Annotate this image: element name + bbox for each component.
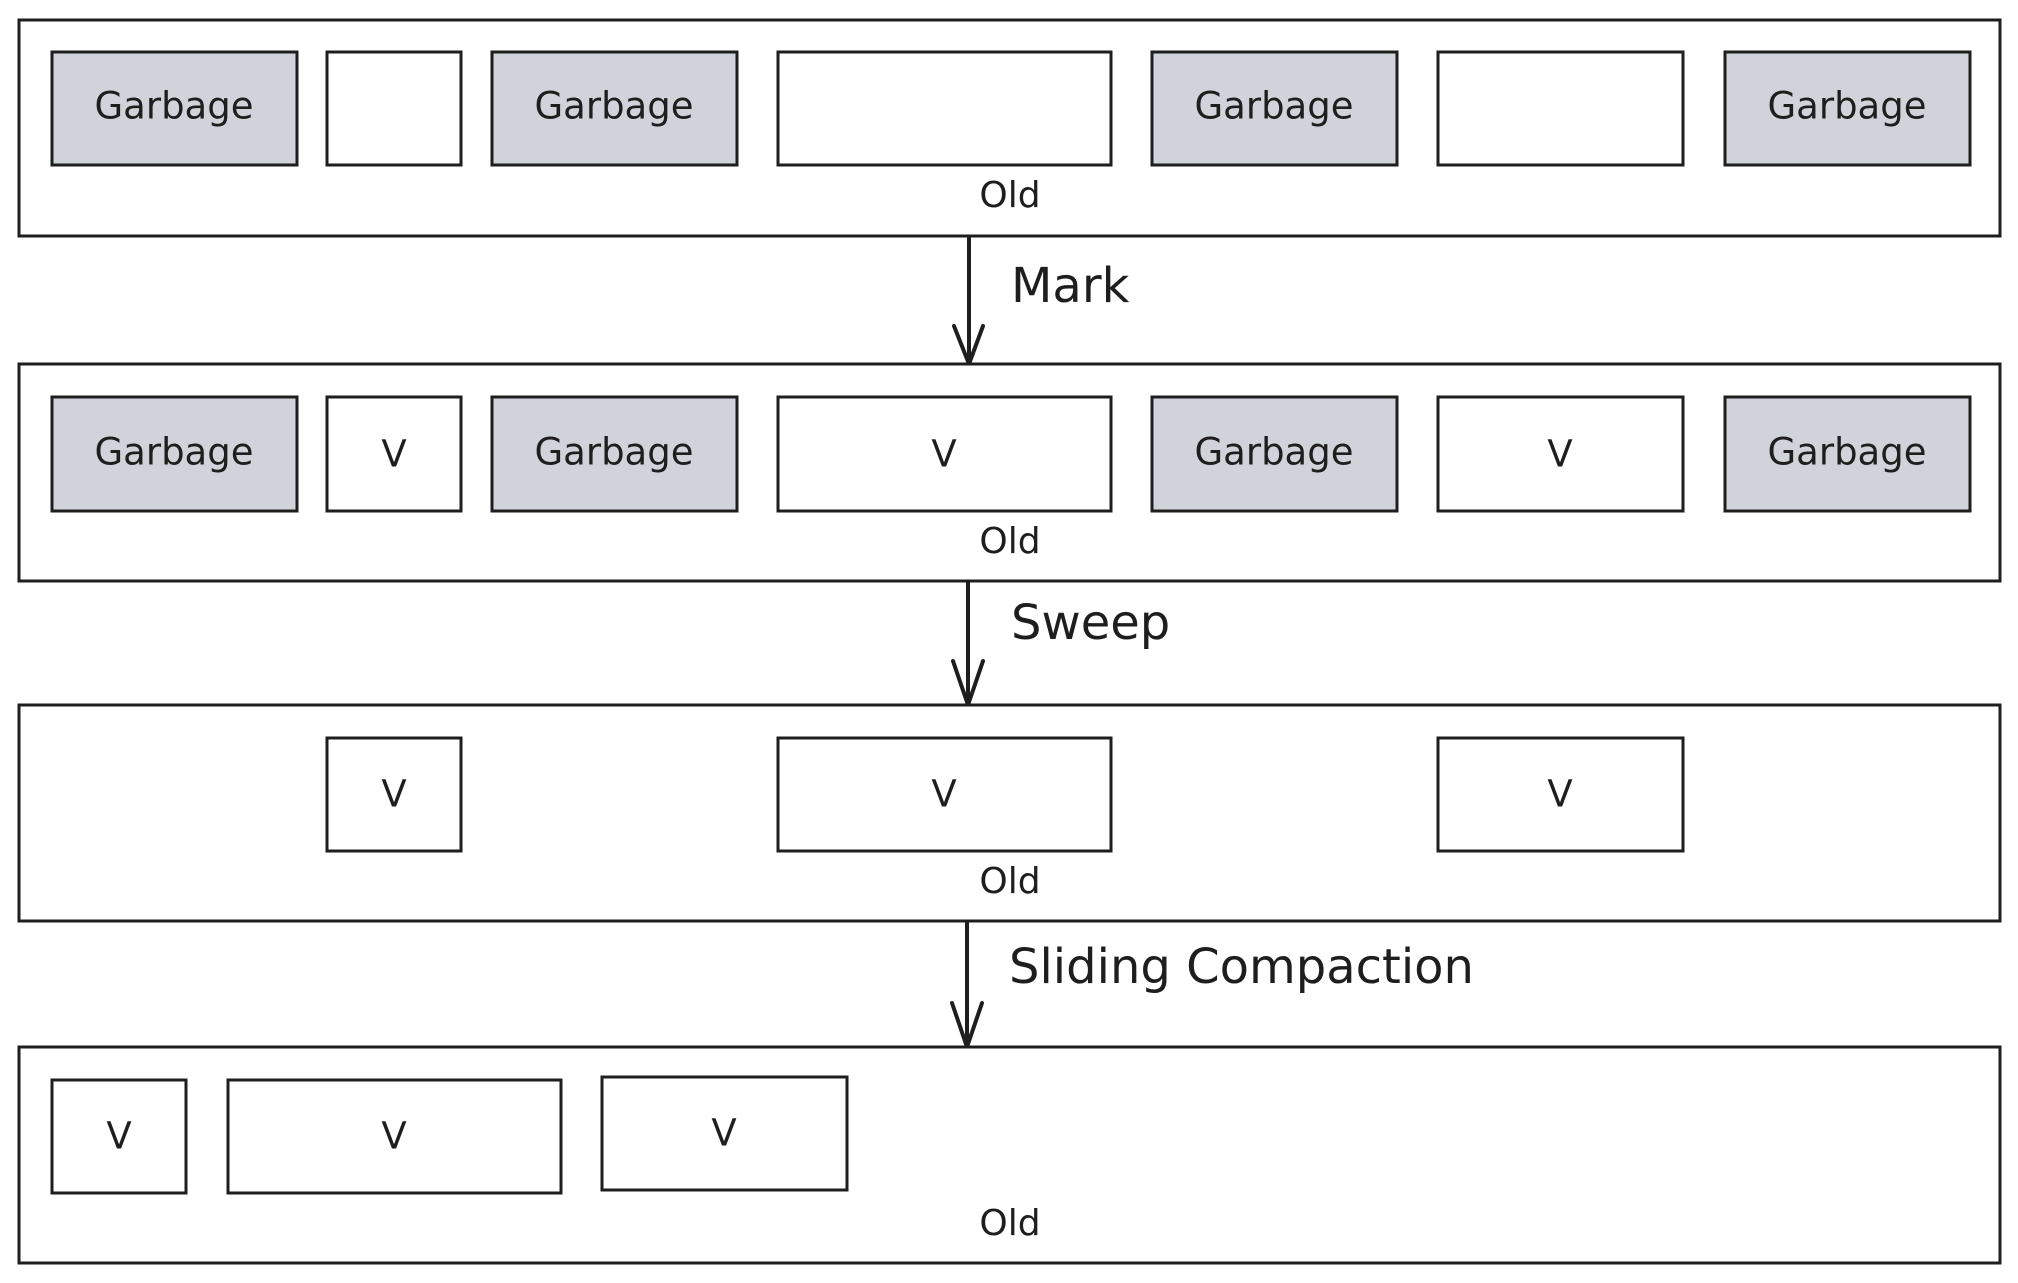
heap-row-compacted: V V V Old [17,1045,2002,1265]
live-block: V [1436,395,1685,513]
heap-row-swept: V V V Old [17,703,2002,923]
live-block [1436,50,1685,167]
live-block: V [776,395,1113,513]
block-label: V [931,433,956,476]
live-block [325,50,463,167]
down-arrow [952,236,985,366]
live-block: V [1436,736,1685,853]
block-label: V [1547,433,1572,476]
live-block [776,50,1113,167]
old-region-label: Old [979,861,1040,902]
block-label: Garbage [535,431,694,474]
block-label: V [381,1115,406,1158]
garbage-block: Garbage [1150,50,1399,167]
garbage-block: Garbage [50,50,299,167]
live-block: V [325,736,463,853]
sweep-step-label: Sweep [1011,595,1170,651]
old-region-label: Old [979,175,1040,216]
block-label: V [381,773,406,816]
block-label: V [931,773,956,816]
block-label: V [381,433,406,476]
live-block: V [776,736,1113,853]
down-arrow [951,580,985,707]
block-label: V [1547,773,1572,816]
block-label: Garbage [1768,85,1927,128]
old-region-label: Old [979,521,1040,562]
block-label: Garbage [1195,431,1354,474]
garbage-block: Garbage [1723,395,1972,513]
garbage-block: Garbage [1723,50,1972,167]
block-label: V [106,1115,131,1158]
garbage-block: Garbage [490,395,739,513]
sliding-compaction-step: Sliding Compaction [950,920,1474,1049]
live-block: V [325,395,463,513]
live-block: V [50,1078,188,1195]
block-label: Garbage [535,85,694,128]
heap-row-marked: Garbage V Garbage V Garbage V Garbage Ol… [17,362,2002,583]
mark-step-label: Mark [1011,258,1130,314]
sliding-compaction-step-label: Sliding Compaction [1009,939,1474,995]
live-block: V [600,1075,849,1192]
old-region-label: Old [979,1203,1040,1244]
sweep-step: Sweep [951,580,1170,707]
block-label: Garbage [95,85,254,128]
block-label: Garbage [95,431,254,474]
mark-step: Mark [952,236,1130,366]
garbage-block: Garbage [490,50,739,167]
heap-row-initial: Garbage Garbage Garbage Garbage Old [17,18,2002,238]
garbage-block: Garbage [50,395,299,513]
garbage-block: Garbage [1150,395,1399,513]
live-block: V [226,1078,563,1195]
block-label: Garbage [1195,85,1354,128]
down-arrow [950,920,984,1049]
block-label: Garbage [1768,431,1927,474]
block-label: V [711,1112,736,1155]
